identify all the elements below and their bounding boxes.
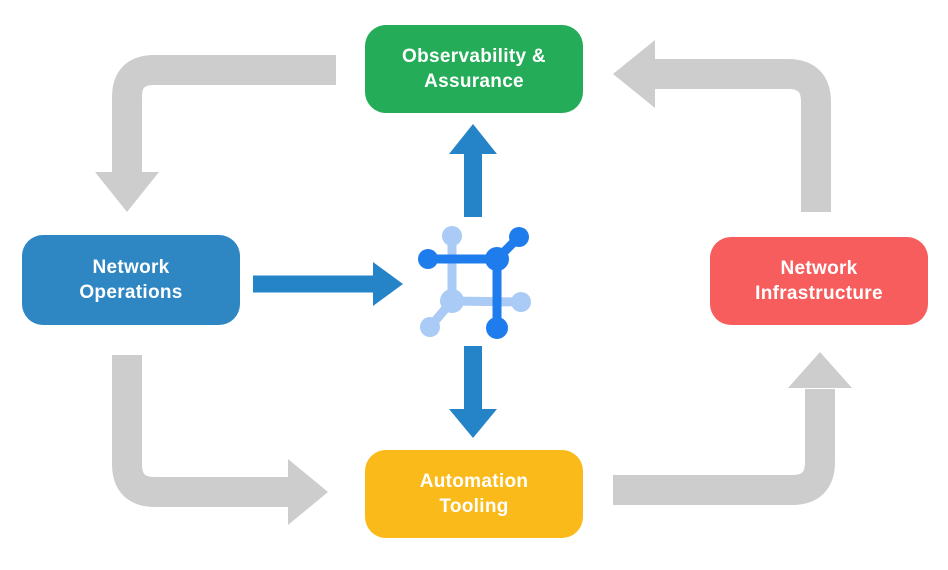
node-label-line1: Network bbox=[780, 257, 858, 279]
node-network-infrastructure: Network Infrastructure bbox=[710, 237, 928, 325]
node-label-line2: Infrastructure bbox=[755, 283, 883, 304]
node-label-line1: Network bbox=[92, 256, 170, 278]
node-network-operations: Network Operations bbox=[22, 235, 240, 325]
blue-arrow-center-to-observability bbox=[449, 124, 497, 217]
gray-arrow-observability-to-operations bbox=[95, 55, 336, 212]
node-label-line2: Assurance bbox=[424, 71, 524, 92]
gray-arrow-automation-to-infrastructure bbox=[613, 352, 852, 505]
node-label-line2: Tooling bbox=[439, 496, 509, 517]
node-label-line2: Operations bbox=[79, 282, 183, 303]
blue-arrow-center-to-automation bbox=[449, 346, 497, 438]
network-mesh-icon-dark-strokes bbox=[418, 227, 529, 339]
node-observability-assurance: Observability & Assurance bbox=[365, 25, 583, 113]
network-mesh-icon-light-strokes bbox=[420, 226, 531, 337]
node-label-line1: Automation bbox=[419, 470, 529, 492]
blue-arrow-operations-to-center bbox=[253, 262, 403, 306]
node-automation-tooling: Automation Tooling bbox=[365, 450, 583, 538]
gray-arrow-operations-to-automation bbox=[112, 355, 328, 525]
node-label-line1: Observability & bbox=[402, 45, 546, 67]
network-mesh-icon bbox=[418, 226, 531, 339]
gray-arrow-infrastructure-to-observability bbox=[613, 40, 831, 212]
